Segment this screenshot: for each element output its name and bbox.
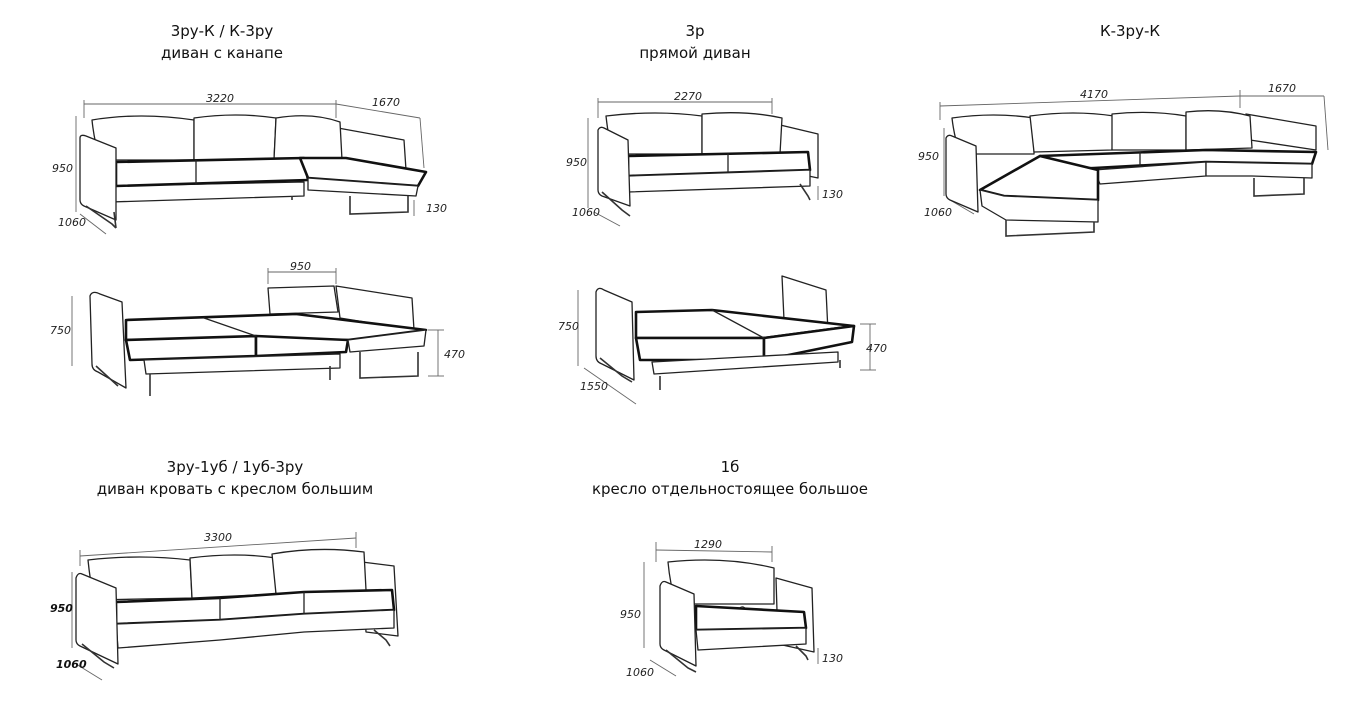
corner-sofa-drawing: 3220 1670 950 1060 130: [52, 92, 447, 235]
armchair-depth-label: 1060: [626, 666, 654, 679]
straight-width-label: 2270: [674, 90, 702, 103]
sofa-bed-name: диван кровать с креслом большим: [96, 480, 374, 498]
corner-chaise-label: 1670: [372, 96, 400, 109]
straight-open-seat-height-label: 470: [866, 342, 887, 355]
corner-depth-label: 1060: [58, 216, 86, 229]
corner-sofa-code: 3ру-К / К-3ру: [170, 22, 274, 40]
straight-leg-label: 130: [822, 188, 843, 201]
corner-open-seat-height-label: 470: [444, 348, 465, 361]
u-shape-width-label: 4170: [1080, 88, 1108, 101]
u-shape-height-label: 950: [918, 150, 939, 163]
sofa-bed-depth-label: 1060: [56, 658, 87, 671]
straight-depth-label: 1060: [572, 206, 600, 219]
corner-open-height-label: 750: [50, 324, 71, 337]
sofa-bed-drawing: 3300 950 1060: [50, 531, 399, 681]
straight-sofa-title: 3р прямой диван: [585, 20, 805, 64]
u-shape-sofa-title: К-3ру-К: [1020, 20, 1240, 42]
u-shape-chaise-label: 1670: [1268, 82, 1296, 95]
armchair-height-label: 950: [620, 608, 641, 621]
straight-sofa-open-drawing: 750 1550 470: [558, 275, 887, 405]
armchair-name: кресло отдельностоящее большое: [591, 480, 869, 498]
sofa-bed-height-label: 950: [50, 602, 73, 615]
sofa-bed-width-label: 3300: [204, 531, 232, 544]
corner-sofa-name: диван с канапе: [160, 44, 284, 62]
straight-open-height-label: 750: [558, 320, 579, 333]
corner-sofa-title: 3ру-К / К-3ру диван с канапе: [112, 20, 332, 64]
straight-sofa-name: прямой диван: [639, 44, 751, 62]
armchair-leg-label: 130: [822, 652, 843, 665]
armchair-title: 1б кресло отдельностоящее большое: [580, 456, 880, 500]
corner-sofa-open-drawing: 950 1450 750 470: [50, 260, 465, 396]
corner-height-label: 950: [52, 162, 73, 175]
corner-leg-label: 130: [426, 202, 447, 215]
straight-sofa-drawing: 2270 600 950 1060 130: [566, 90, 843, 227]
armchair-code: 1б: [720, 458, 740, 476]
sofa-bed-title: 3ру-1уб / 1уб-3ру диван кровать с кресло…: [80, 456, 390, 500]
sofa-bed-code: 3ру-1уб / 1уб-3ру: [166, 458, 304, 476]
u-shape-sofa-code: К-3ру-К: [1099, 22, 1161, 40]
straight-open-depth-label: 1550: [580, 380, 608, 393]
straight-sofa-code: 3р: [685, 22, 705, 40]
u-shape-depth-label: 1060: [924, 206, 952, 219]
armchair-width-label: 1290: [694, 538, 722, 551]
u-shape-sofa-drawing: 4170 1670 950 1060: [918, 82, 1329, 237]
armchair-drawing: 1290 600 950 1060 130: [620, 538, 843, 679]
straight-height-label: 950: [566, 156, 587, 169]
corner-width-label: 3220: [206, 92, 234, 105]
corner-open-chaise-width-label: 950: [290, 260, 311, 273]
